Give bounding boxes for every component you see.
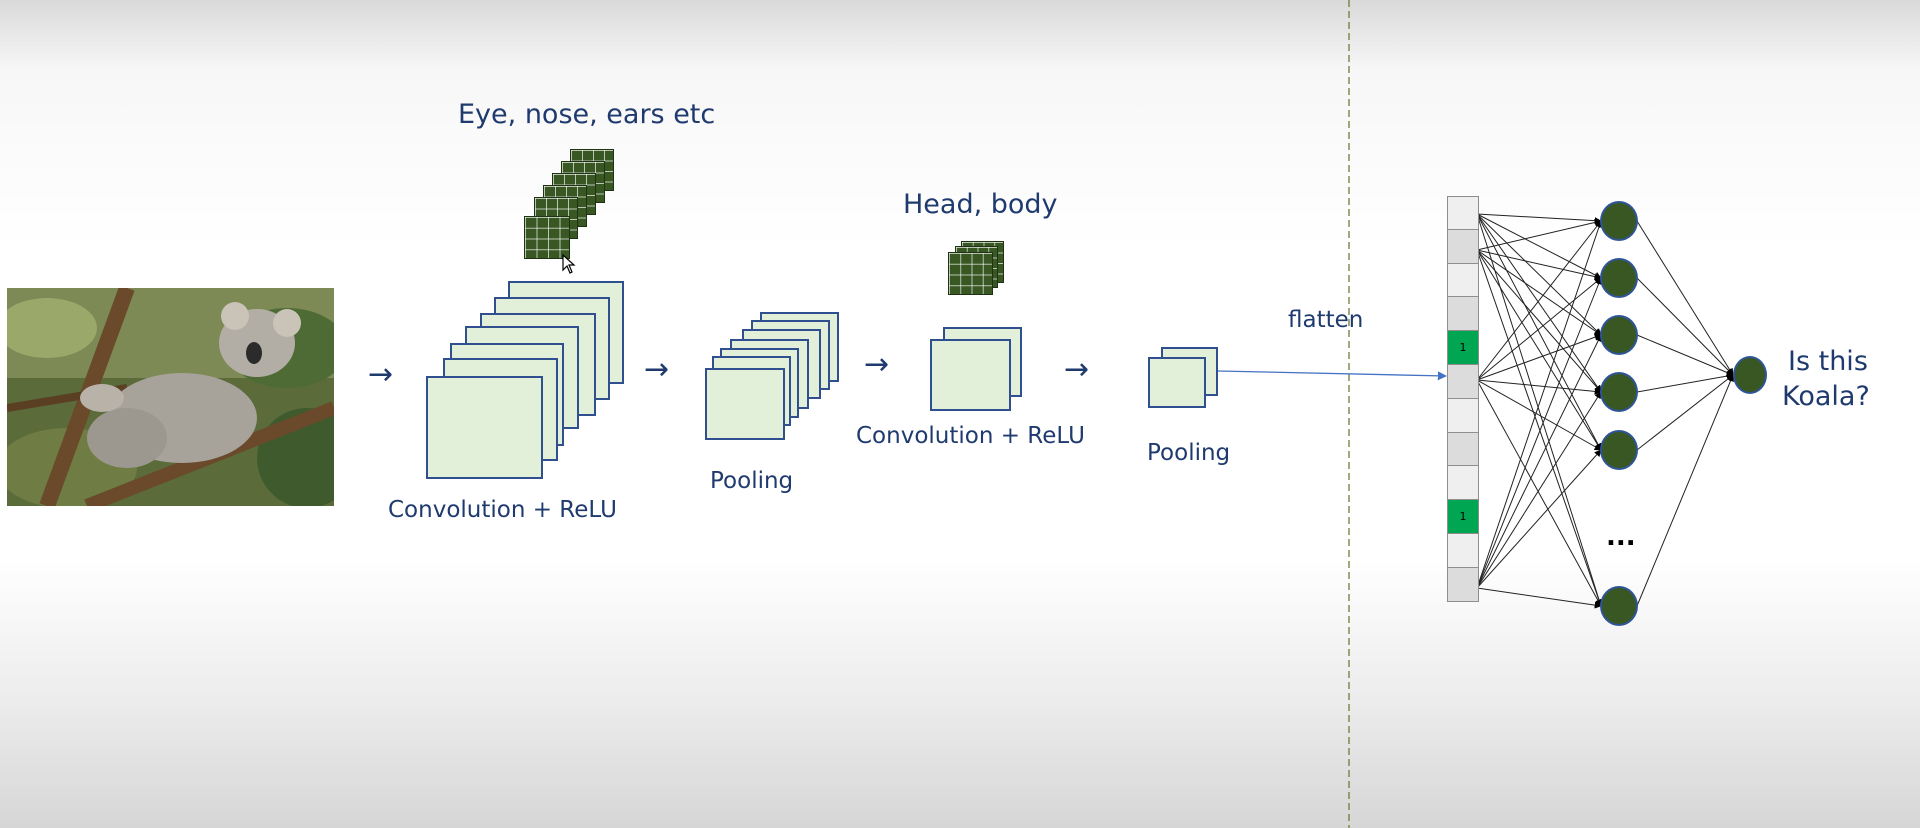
connection-line [1476,277,1602,589]
connection-line [1476,249,1602,281]
connection-line [1476,219,1602,251]
hidden-neuron [1600,258,1638,298]
vector-cell [1447,364,1479,399]
conv1-features-label: Eye, nose, ears etc [458,99,716,130]
flatten-label: flatten [1288,307,1364,333]
vector-cell-active: 1 [1447,500,1479,534]
connection-line [1476,334,1602,589]
koala-photo [7,288,334,506]
flatten-arrow [1217,370,1447,381]
arrow-3: → [864,347,890,382]
pool2-label: Pooling [1147,440,1231,466]
connection-line [1476,220,1603,589]
connection-line [1476,213,1602,336]
connection-line [1476,449,1602,589]
vector-cell-active: 1 [1447,331,1479,365]
connection-line [1476,213,1602,393]
hidden-neuron [1600,315,1638,355]
output-connection-line [1636,374,1734,607]
output-connection-line [1636,220,1734,376]
connection-line [1476,213,1603,607]
mouse-cursor-icon [562,254,576,274]
conv2-label: Convolution + ReLU [856,423,1085,449]
hidden-neuron [1600,430,1638,470]
conv1-label: Convolution + ReLU [388,497,617,523]
question-line-2: Koala? [1782,381,1870,412]
question-line-1: Is this [1788,346,1868,377]
conv2-features-label: Head, body [903,189,1058,220]
connection-line [1476,277,1602,381]
connection-line [1476,213,1602,279]
connection-line [1476,391,1602,589]
output-neuron [1733,356,1767,394]
connection-line [1476,379,1602,607]
conv1-feature-map [426,376,543,479]
connection-line [1476,249,1602,336]
output-connection-line [1636,372,1734,393]
vector-cell [1447,466,1479,501]
pool2-feature-map [1148,357,1206,408]
vector-cell [1447,196,1479,230]
arrow-4: → [1064,352,1090,387]
vector-cell [1447,229,1479,264]
vector-cell [1447,297,1479,332]
output-connection-line [1636,374,1734,451]
vector-cell [1447,263,1479,298]
connection-line [1476,379,1602,395]
conv2-filter [948,252,993,295]
connection-line [1476,333,1602,381]
vector-cell [1447,567,1479,602]
pool1-feature-map [705,368,785,440]
connection-line [1476,249,1602,393]
hidden-neuron [1600,201,1638,241]
output-connection-line [1636,334,1734,376]
conv1-filter [524,216,570,259]
connection-line [1476,213,1602,451]
connection-line [1476,213,1602,225]
pool1-label: Pooling [710,468,794,494]
vector-cell [1447,432,1479,467]
connection-line [1476,379,1602,451]
connection-line [1476,220,1602,381]
connection-line [1476,587,1602,609]
output-connection-line [1636,277,1734,376]
vector-cell [1447,533,1479,568]
dense-connections [1476,213,1734,609]
vector-cell [1447,398,1479,433]
connection-line [1476,249,1603,607]
conv2-feature-map [930,339,1011,411]
arrow-1: → [368,357,394,392]
arrow-2: → [644,352,670,387]
hidden-neuron [1600,586,1638,626]
hidden-layer-ellipsis: ... [1606,522,1636,552]
hidden-neuron [1600,372,1638,412]
connection-line [1476,249,1602,451]
